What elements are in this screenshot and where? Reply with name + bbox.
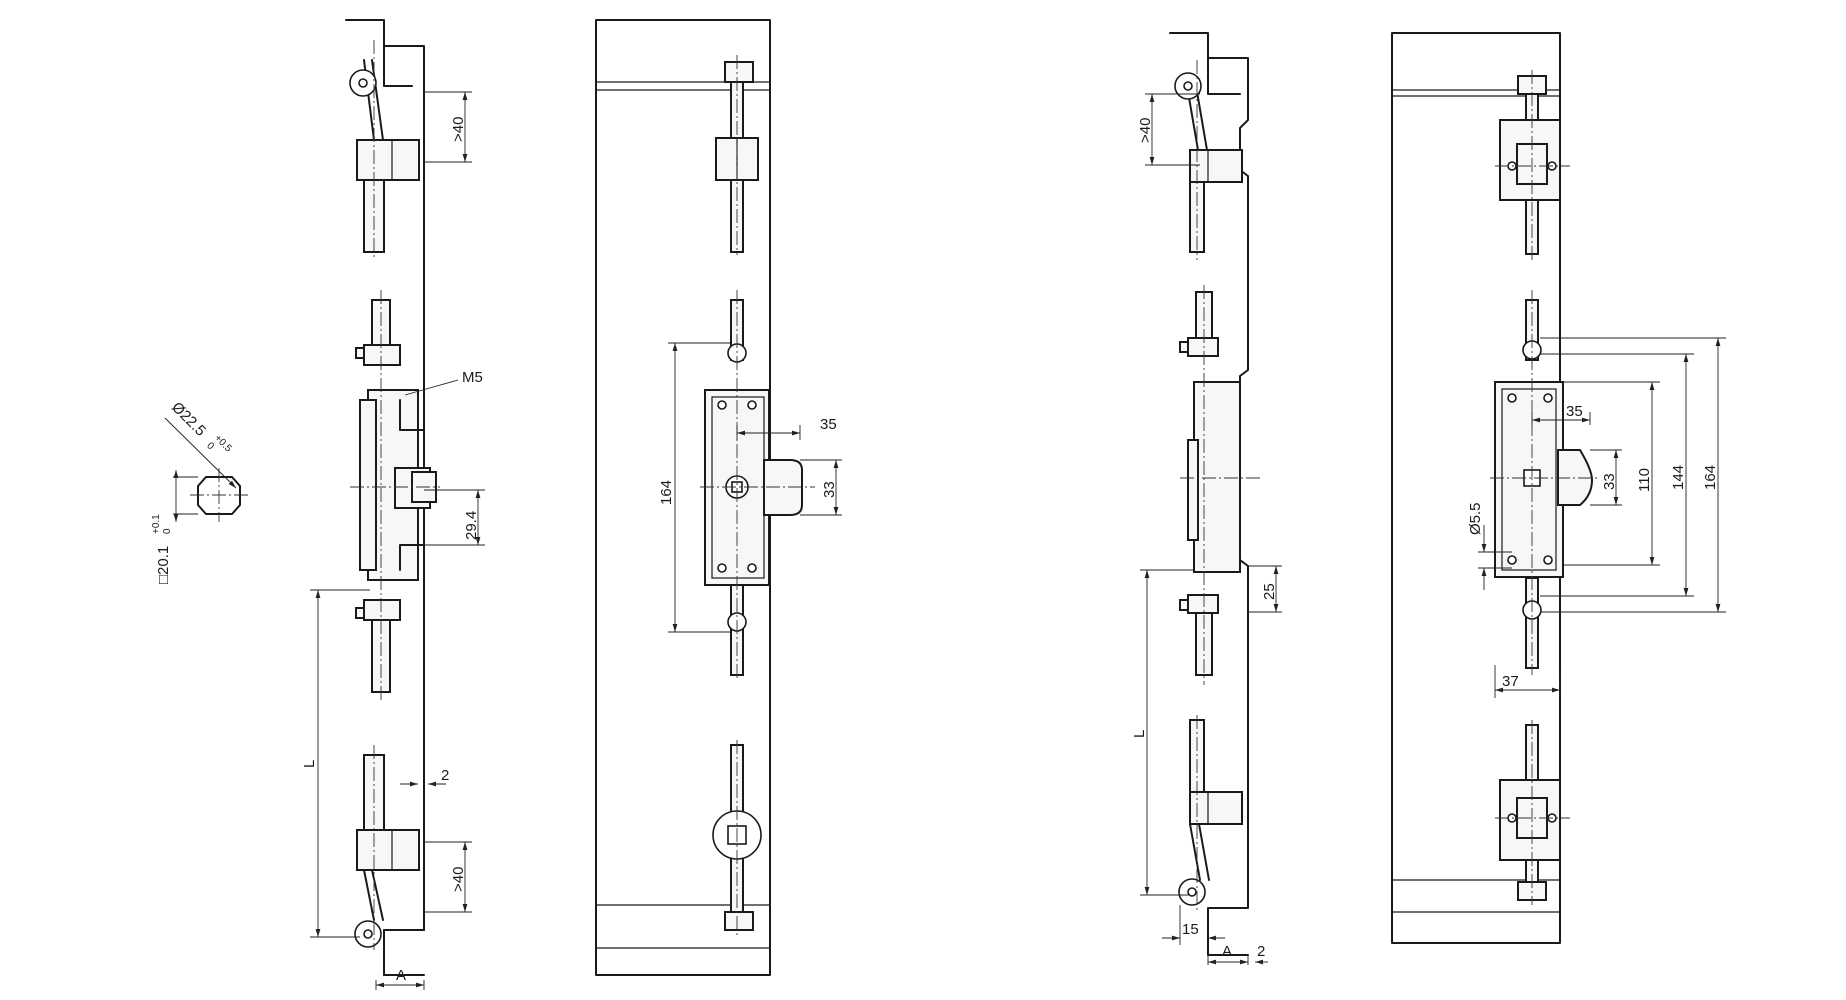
view-1-side: >40 M5 29.4 L 2 >40 A bbox=[301, 19, 485, 990]
v3-dim-L: L bbox=[1131, 730, 1148, 738]
v1-dim-L: L bbox=[301, 760, 318, 768]
v4-dim-33: 33 bbox=[1601, 473, 1618, 490]
detail-square-tol-lower: 0 bbox=[162, 528, 173, 534]
detail-diameter-label: Ø22.5 bbox=[168, 399, 209, 440]
detail-diameter-tol-lower: 0 bbox=[204, 441, 216, 453]
v3-dim-2: 2 bbox=[1257, 943, 1265, 960]
view-4-front: 35 33 110 144 164 Ø5.5 37 bbox=[1391, 32, 1726, 944]
detail-square-tol: +0.1 bbox=[151, 514, 162, 534]
view-2-front: 164 35 33 bbox=[595, 19, 842, 976]
v1-dim-2: 2 bbox=[441, 767, 449, 784]
v4-dim-5-5: Ø5.5 bbox=[1467, 502, 1484, 535]
v2-dim-33: 33 bbox=[821, 481, 838, 498]
v3-dim-A: A bbox=[1222, 943, 1232, 960]
view-3-side: >40 25 L 15 A 2 bbox=[1131, 32, 1282, 965]
v4-dim-144: 144 bbox=[1670, 465, 1687, 490]
v2-dim-35: 35 bbox=[820, 416, 837, 433]
v1-thread-m5: M5 bbox=[462, 369, 483, 386]
v3-dim-25: 25 bbox=[1261, 583, 1278, 600]
v4-dim-164: 164 bbox=[1702, 465, 1719, 490]
detail-profile: □20.1 +0.1 0 Ø22.5 +0.5 0 bbox=[151, 399, 250, 584]
v1-dim-A: A bbox=[396, 967, 406, 984]
v3-top-40: >40 bbox=[1137, 118, 1154, 143]
v3-dim-15: 15 bbox=[1182, 921, 1199, 938]
v1-top-40: >40 bbox=[450, 117, 467, 142]
v1-bottom-40: >40 bbox=[450, 867, 467, 892]
v1-dim-29-4: 29.4 bbox=[463, 511, 480, 540]
v4-dim-35: 35 bbox=[1566, 403, 1583, 420]
v4-dim-110: 110 bbox=[1636, 468, 1653, 492]
v2-dim-164: 164 bbox=[658, 480, 675, 505]
detail-square-label: □20.1 bbox=[155, 546, 172, 584]
v4-dim-37: 37 bbox=[1502, 673, 1519, 690]
